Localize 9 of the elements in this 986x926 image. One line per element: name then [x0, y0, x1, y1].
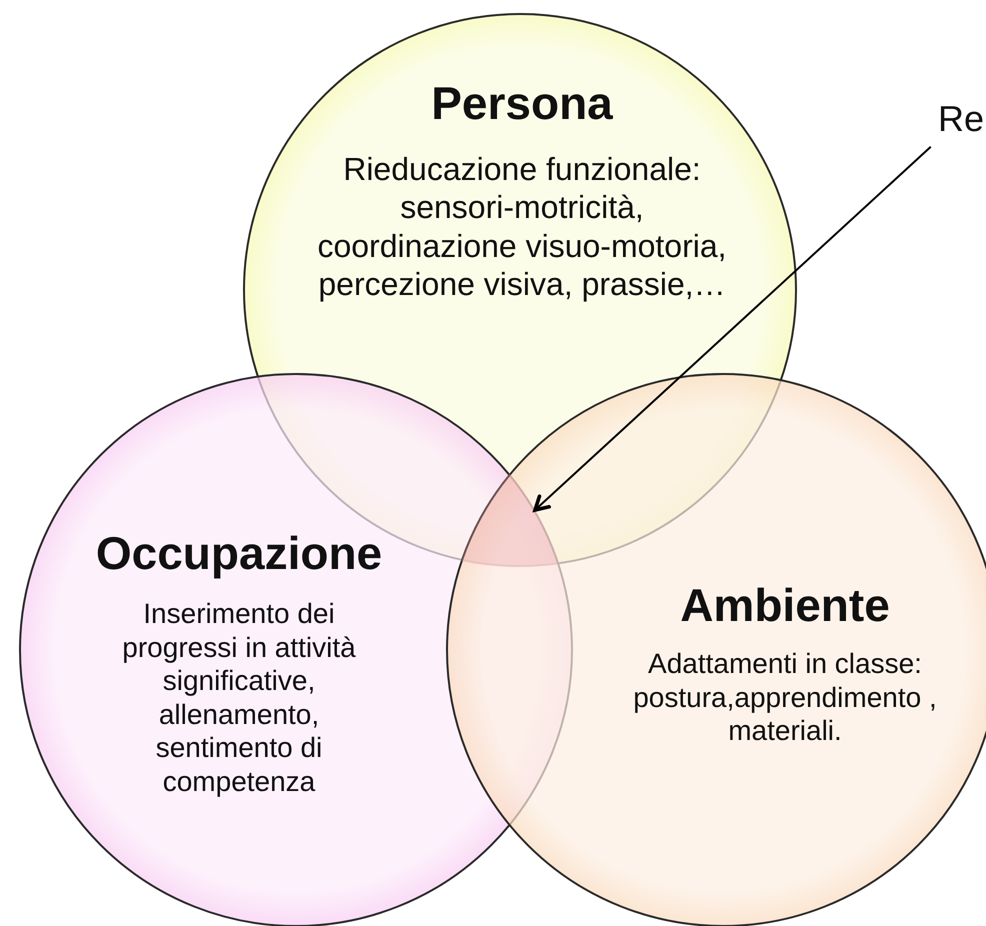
circle-description: Rieducazione funzionale: sensori-motricità, coordinazione visuo-motoria, percezione visiva, prassie,… [316, 150, 728, 304]
circle-heading: Ambiente [680, 578, 890, 632]
overlap-region [459, 471, 561, 567]
circle-heading: Occupazione [96, 526, 382, 580]
callout-text: Re [938, 98, 984, 140]
circle-heading: Persona [431, 76, 613, 130]
circle-description: Adattamenti in classe: postura,apprendimento , materiali. [632, 647, 938, 748]
circle-description: Inserimento dei progressi in attività significative, allenamento, sentimento di competenza [121, 597, 357, 799]
leader-arrow [533, 146, 932, 512]
